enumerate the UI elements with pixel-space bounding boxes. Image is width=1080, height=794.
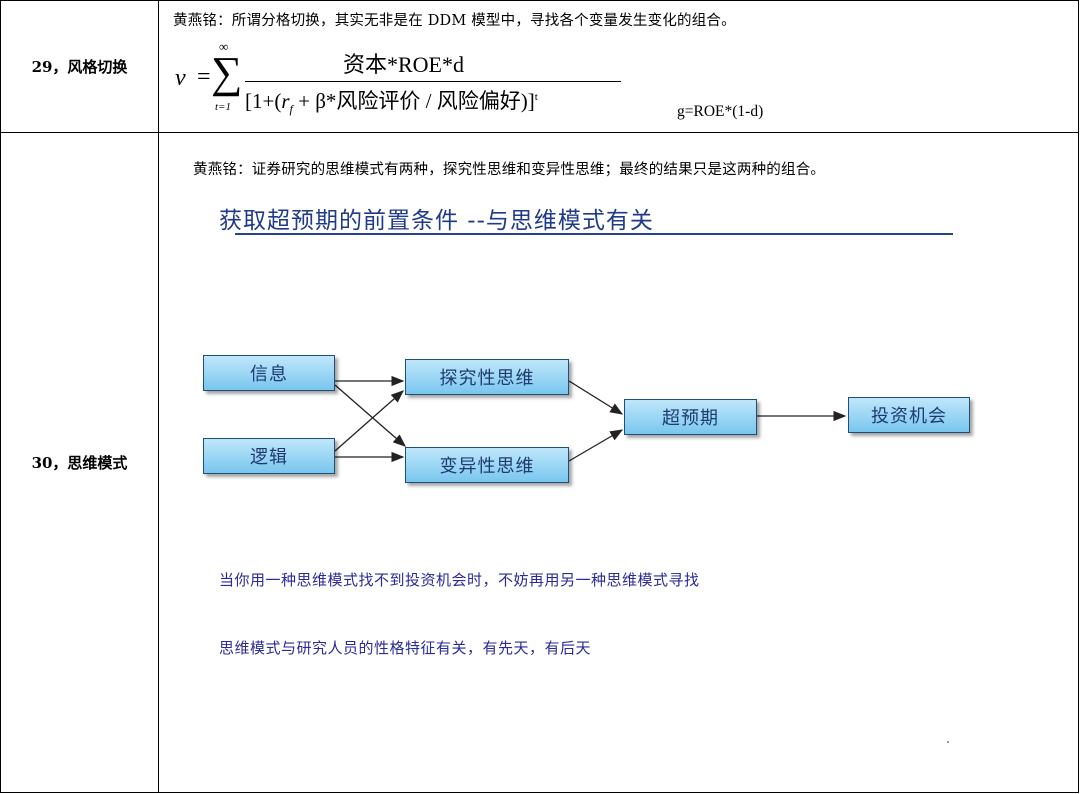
row-30: 30，思维模式 黄燕铭：证券研究的思维模式有两种，探究性思维和变异性思维；最终的…	[0, 132, 1079, 793]
box-explore-thinking: 探究性思维	[405, 359, 569, 395]
slide-title: 获取超预期的前置条件 --与思维模式有关	[219, 208, 654, 234]
arrow-logic-explore	[334, 390, 404, 452]
note-switch-mode: 当你用一种思维模式找不到投资机会时，不妨再用另一种思维模式寻找	[219, 571, 700, 589]
note-personality: 思维模式与研究人员的性格特征有关，有先天，有后天	[219, 639, 592, 657]
growth-formula: g=ROE*(1-d)	[677, 103, 764, 120]
row-29-quote: 黄燕铭：所谓分格切换，其实无非是在 DDM 模型中，寻找各个变量发生变化的组合。	[173, 13, 736, 29]
row-30-label: 30，思维模式	[0, 132, 159, 793]
formula-lhs: v	[175, 65, 186, 91]
page-mark	[947, 741, 949, 743]
sum-upper-limit: ∞	[219, 39, 229, 54]
formula-numerator: 资本*ROE*d	[343, 52, 465, 77]
row-30-quote: 黄燕铭：证券研究的思维模式有两种，探究性思维和变异性思维；最终的结果只是这两种的…	[193, 162, 826, 178]
box-beyond-expectation: 超预期	[624, 399, 757, 435]
row-29-label: 29，风格切换	[0, 0, 159, 133]
sigma-symbol: ∑	[211, 48, 243, 97]
fraction-bar	[245, 81, 621, 82]
box-investment-opportunity: 投资机会	[848, 397, 970, 433]
formula-equals: =	[197, 64, 211, 90]
row-29-content: 黄燕铭：所谓分格切换，其实无非是在 DDM 模型中，寻找各个变量发生变化的组合。…	[158, 0, 1079, 133]
box-logic: 逻辑	[203, 438, 335, 474]
row-29: 29，风格切换 黄燕铭：所谓分格切换，其实无非是在 DDM 模型中，寻找各个变量…	[0, 0, 1079, 133]
arrow-variant-beyond	[568, 429, 624, 462]
box-info: 信息	[203, 355, 335, 391]
row-30-content: 黄燕铭：证券研究的思维模式有两种，探究性思维和变异性思维；最终的结果只是这两种的…	[158, 132, 1079, 793]
box-variant-thinking: 变异性思维	[405, 447, 569, 483]
arrow-explore-beyond	[568, 380, 624, 415]
sum-lower-limit: t=1	[215, 101, 231, 113]
ddm-formula: v = ∞ ∑ t=1 资本*ROE*d [1+(rf + β*风险评价 / 风…	[173, 39, 643, 129]
arrow-info-variant	[334, 384, 406, 447]
formula-denominator: [1+(rf + β*风险评价 / 风险偏好)]t	[245, 89, 538, 117]
flow-arrows	[334, 375, 847, 463]
slide-title-rule	[235, 233, 953, 235]
